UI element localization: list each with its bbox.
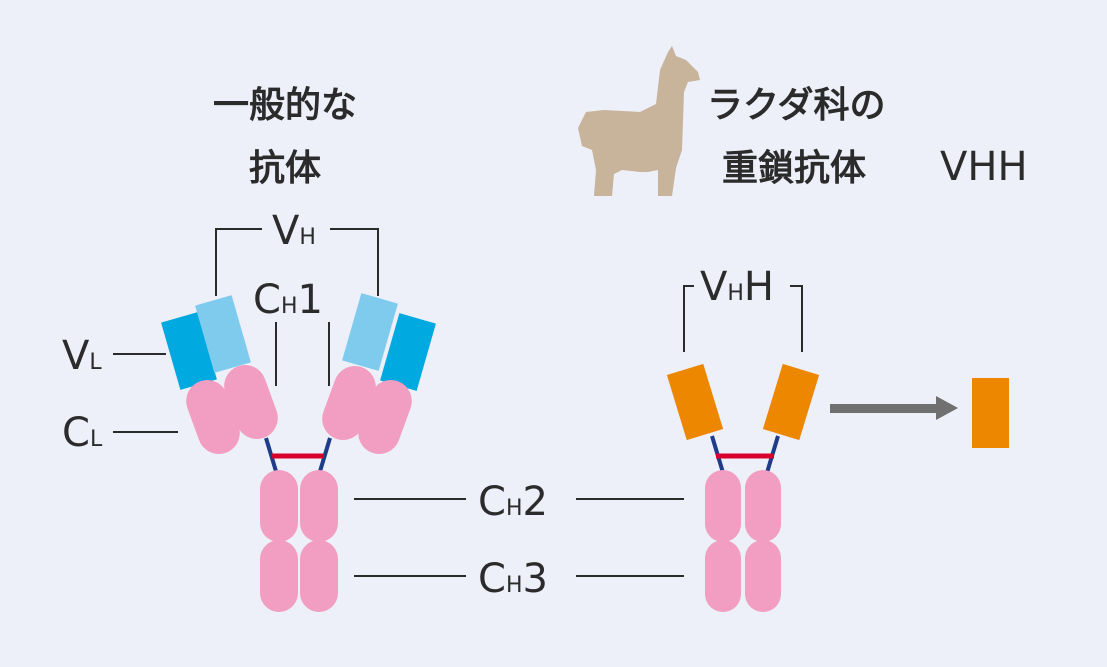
camelid-title-line2: 重鎖抗体 bbox=[722, 147, 866, 189]
ch3-label: CH3 bbox=[478, 556, 548, 602]
cl-domain-right bbox=[358, 380, 412, 454]
right-arrow-icon bbox=[830, 396, 958, 420]
vhh-title: VHH bbox=[940, 144, 1028, 190]
camelid-antibody bbox=[666, 363, 820, 612]
camelid-ch3-right bbox=[745, 540, 781, 612]
ch3-domain-left bbox=[260, 540, 298, 612]
camelid-title-line1: ラクダ科の bbox=[707, 85, 886, 126]
cl-domain-left bbox=[186, 380, 240, 454]
ch2-label: CH2 bbox=[478, 479, 548, 525]
cl-label: CL bbox=[62, 410, 103, 456]
vhh-domain-right bbox=[762, 363, 820, 441]
conventional-antibody bbox=[161, 293, 436, 612]
vhh-bracket-left bbox=[683, 285, 694, 352]
vh-domain-right bbox=[342, 293, 398, 371]
vhh-label: VHH bbox=[700, 264, 774, 310]
vhh-bracket-right bbox=[790, 285, 803, 352]
camelid-ch2-right bbox=[745, 470, 781, 542]
conventional-title-line1: 一般的な bbox=[213, 85, 357, 126]
vh-bracket-right bbox=[330, 228, 379, 296]
isolated-vhh-domain bbox=[972, 378, 1009, 448]
vh-bracket-left bbox=[215, 228, 262, 296]
vh-domain-left bbox=[195, 295, 251, 373]
ch1-domain-left bbox=[224, 365, 278, 439]
camelid-ch3-left bbox=[705, 540, 741, 612]
vhh-domain-left bbox=[666, 363, 724, 441]
alpaca-silhouette-icon bbox=[578, 46, 700, 196]
conventional-title-line2: 抗体 bbox=[249, 147, 321, 189]
camelid-ch2-left bbox=[705, 470, 741, 542]
ch1-label: CH1 bbox=[253, 277, 323, 323]
vh-label: VH bbox=[272, 208, 316, 254]
vl-label: VL bbox=[62, 333, 102, 379]
ch2-domain-left bbox=[260, 470, 298, 542]
ch3-domain-right bbox=[300, 540, 338, 612]
ch2-domain-right bbox=[300, 470, 338, 542]
vl-domain-right bbox=[380, 313, 436, 391]
